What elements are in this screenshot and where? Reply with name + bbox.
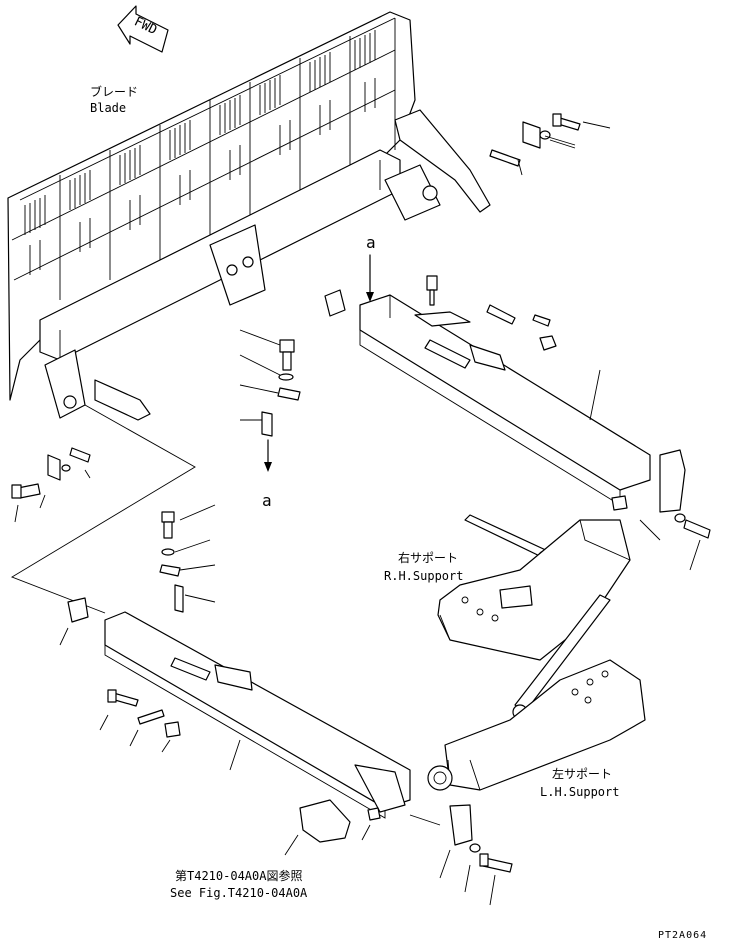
rh-support-label-jp: 右サポート	[398, 550, 458, 565]
middle-fasteners	[159, 329, 301, 613]
rh-support-label-en: R.H.Support	[384, 569, 463, 583]
left-frame	[59, 597, 513, 906]
forward-arrow-icon	[117, 5, 169, 53]
marker-a-bottom: a	[262, 491, 272, 510]
lh-support	[427, 594, 646, 791]
blade-assembly	[7, 11, 491, 421]
lh-support-label-jp: 左サポート	[552, 766, 612, 781]
lh-support-label-en: L.H.Support	[540, 785, 619, 799]
blade-label-jp: ブレード	[90, 84, 138, 99]
leader-line-left	[10, 404, 196, 614]
blade-label-en: Blade	[90, 101, 126, 115]
right-frame	[324, 275, 711, 571]
see-fig-label-en: See Fig.T4210-04A0A	[170, 886, 308, 900]
rh-support	[437, 514, 631, 661]
blade-right-fasteners	[489, 113, 611, 176]
blade-left-fasteners	[11, 447, 91, 523]
drawing-code: PT2A064	[658, 930, 707, 941]
marker-a-top: a	[366, 233, 376, 252]
see-fig-label-jp: 第T4210-04A0A図参照	[175, 868, 302, 883]
